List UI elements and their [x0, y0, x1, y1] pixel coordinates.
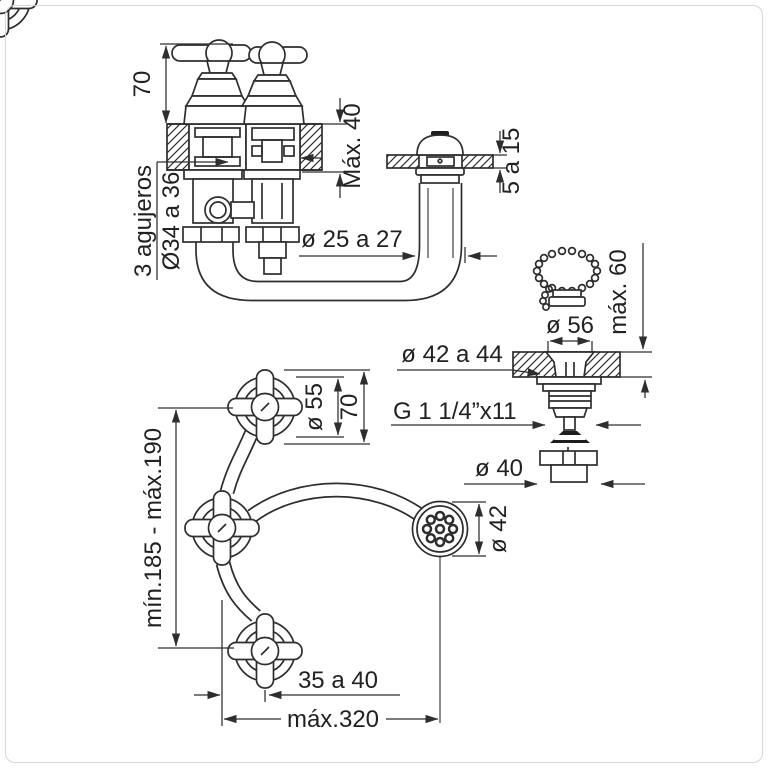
cross-handle-top-plan	[227, 369, 303, 445]
cross-handle-right-side	[240, 41, 308, 125]
transfer-union	[204, 196, 255, 224]
dim-spout-deck-label: 5 a 15	[498, 128, 525, 195]
dim-sprayer-diameter-label: ø 42	[485, 505, 512, 553]
drain-body	[536, 376, 602, 443]
dim-handle-height: 70	[129, 43, 233, 124]
right-valve-body	[243, 123, 301, 275]
holes-count-label: 3 agujeros	[130, 165, 157, 277]
dim-offset-label: 35 a 40	[298, 667, 378, 694]
chain-stopper	[532, 246, 602, 311]
cross-handle-middle-plan	[184, 490, 260, 566]
note-mounting-holes: 3 agujeros Ø34 a 36	[130, 153, 322, 280]
plan-view: ø 55 70 mín.185 - máx.190 ø 4	[0, 0, 512, 733]
dim-handle-height-label: 70	[129, 71, 156, 98]
spout-deck	[386, 154, 494, 169]
dim-handle-diameter-label: ø 55	[301, 383, 328, 431]
dim-handle-width: 70	[284, 369, 370, 445]
dim-offset: 35 a 40	[194, 600, 400, 726]
holes-diameter-label: Ø34 a 36	[158, 172, 185, 271]
dim-max-width: máx.320	[223, 706, 439, 733]
dim-deck-thickness-label: Máx. 40	[339, 103, 366, 188]
dim-stopper-height: máx. 60	[605, 243, 652, 353]
dim-tube-diameter-label: ø 25 a 27	[301, 226, 402, 253]
dim-hole-diameter: ø 42 a 44	[397, 341, 541, 377]
dim-spout-deck-thickness: 5 a 15	[493, 128, 525, 195]
drain-nut	[539, 447, 598, 483]
dim-height-range-label: mín.185 - máx.190	[140, 428, 167, 628]
dim-thread: G 1 1/4”x11	[391, 398, 641, 430]
dim-stopper-height-label: máx. 60	[605, 249, 632, 334]
dim-tube-diameter: ø 25 a 27	[299, 226, 497, 263]
dim-max-width-label: máx.320	[287, 706, 379, 733]
front-view: 70 Máx. 40 3 agujeros Ø34 a 36 ø 25 a 2	[129, 39, 525, 302]
drain-deck	[512, 351, 621, 378]
left-valve-body	[182, 123, 247, 243]
sprayer-head	[411, 500, 469, 723]
drain-detail: máx. 60 ø 56 ø 42 a 44	[391, 243, 652, 489]
u-connection-tube	[195, 183, 463, 302]
dim-nut-diameter: ø 40	[464, 455, 645, 489]
dim-thread-label: G 1 1/4”x11	[393, 398, 517, 425]
dim-handle-diameter: ø 55	[296, 376, 344, 438]
dim-deck-thickness: Máx. 40	[302, 98, 366, 198]
dim-hole-diameter-label: ø 42 a 44	[401, 341, 502, 368]
dim-height-range: mín.185 - máx.190	[140, 407, 234, 649]
dim-flange-diameter: ø 56	[546, 312, 594, 352]
cross-handle-left-side	[171, 39, 252, 125]
spout-knob	[415, 131, 465, 184]
dim-handle-width-label: 70	[336, 394, 363, 421]
dim-nut-diameter-label: ø 40	[475, 455, 523, 482]
cross-handle-bottom-plan	[227, 613, 303, 689]
deck-reference-arrows	[601, 376, 652, 398]
dim-flange-diameter-label: ø 56	[546, 312, 594, 339]
dim-sprayer-diameter: ø 42	[452, 501, 512, 557]
connecting-pipes	[215, 429, 429, 622]
